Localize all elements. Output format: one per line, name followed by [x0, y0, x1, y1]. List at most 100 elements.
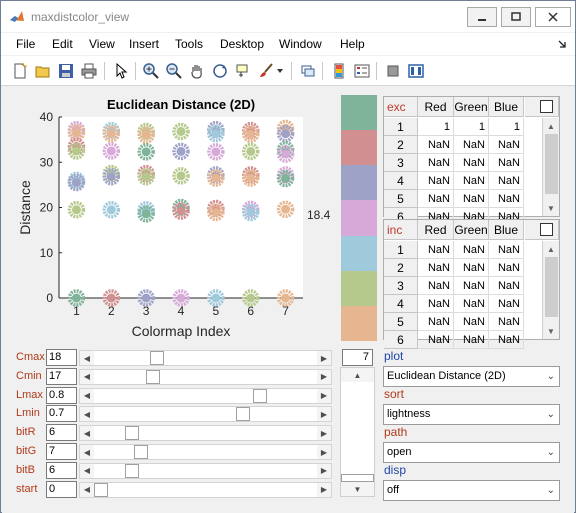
table-cell[interactable]: NaN: [418, 154, 454, 172]
disp-dropdown[interactable]: off⌄: [383, 480, 560, 501]
table-row-header[interactable]: 6: [384, 331, 418, 349]
colorbar-button[interactable]: [329, 61, 349, 81]
menu-help[interactable]: Help: [340, 37, 365, 51]
table-cell[interactable]: NaN: [489, 190, 524, 208]
table-column-header[interactable]: Green: [454, 97, 489, 117]
slider-up-arrow-icon[interactable]: ▲: [341, 368, 374, 382]
count-slider[interactable]: ▲ ▼: [340, 367, 375, 497]
table-cell[interactable]: NaN: [454, 190, 489, 208]
scroll-down-icon[interactable]: ▼: [547, 203, 555, 213]
menu-tools[interactable]: Tools: [175, 37, 204, 51]
table-row-header[interactable]: 5: [384, 313, 418, 331]
table-cell[interactable]: NaN: [489, 259, 524, 277]
menu-window[interactable]: Window: [279, 37, 322, 51]
slider-thumb[interactable]: [133, 445, 148, 459]
table-row-header[interactable]: 1: [384, 118, 418, 136]
slider-thumb[interactable]: [125, 426, 140, 441]
param-slider-cmax[interactable]: ◀▶: [79, 350, 332, 366]
param-field-lmin[interactable]: 0.7: [46, 405, 77, 423]
maximize-button[interactable]: [501, 7, 531, 27]
save-button[interactable]: [56, 61, 76, 81]
table-row-header[interactable]: 2: [384, 136, 418, 154]
table-cell[interactable]: NaN: [454, 154, 489, 172]
slider-thumb[interactable]: [236, 407, 251, 422]
table-cell[interactable]: NaN: [489, 331, 524, 349]
zoom-in-button[interactable]: [141, 61, 161, 81]
param-field-cmax[interactable]: 18: [46, 349, 77, 366]
menu-edit[interactable]: Edit: [52, 37, 73, 51]
param-slider-start[interactable]: ◀▶: [79, 481, 332, 498]
table-cell[interactable]: NaN: [489, 172, 524, 190]
slider-right-arrow-icon[interactable]: ▶: [317, 426, 331, 441]
dock-arrow-icon[interactable]: [557, 39, 567, 49]
table-row-header[interactable]: 5: [384, 190, 418, 208]
table-cell[interactable]: 1: [418, 118, 454, 136]
rotate-3d-button[interactable]: [210, 61, 230, 81]
sort-dropdown[interactable]: lightness⌄: [383, 404, 560, 425]
slider-right-arrow-icon[interactable]: ▶: [317, 369, 331, 384]
slider-thumb[interactable]: [150, 351, 165, 365]
slider-right-arrow-icon[interactable]: ▶: [317, 482, 331, 497]
plot-dropdown[interactable]: Euclidean Distance (2D)⌄: [383, 366, 560, 387]
table-column-header[interactable]: Green: [454, 220, 489, 240]
menu-insert[interactable]: Insert: [129, 37, 160, 51]
table-column-header[interactable]: Red: [418, 220, 454, 240]
show-plot-tools-button[interactable]: [406, 61, 426, 81]
slider-left-arrow-icon[interactable]: ◀: [80, 426, 94, 441]
scroll-thumb[interactable]: [545, 257, 558, 317]
brush-button[interactable]: [256, 61, 276, 81]
table-cell[interactable]: NaN: [489, 277, 524, 295]
data-cursor-button[interactable]: [233, 61, 253, 81]
param-field-cmin[interactable]: 17: [46, 367, 77, 385]
slider-right-arrow-icon[interactable]: ▶: [317, 407, 331, 422]
table-cell[interactable]: 1: [454, 118, 489, 136]
table-column-header[interactable]: Red: [418, 97, 454, 117]
param-slider-lmin[interactable]: ◀▶: [79, 406, 332, 423]
slider-thumb[interactable]: [94, 482, 108, 497]
menu-file[interactable]: File: [16, 37, 36, 51]
table-row-header[interactable]: 3: [384, 277, 418, 295]
scroll-up-icon[interactable]: ▲: [547, 244, 555, 254]
table-cell[interactable]: NaN: [418, 136, 454, 154]
table-cell[interactable]: NaN: [418, 313, 454, 331]
table-row-header[interactable]: 1: [384, 241, 418, 259]
param-field-bitg[interactable]: 7: [46, 443, 77, 460]
close-button[interactable]: [535, 7, 571, 27]
table-cell[interactable]: NaN: [454, 259, 489, 277]
print-button[interactable]: [79, 61, 99, 81]
table-scrollbar[interactable]: ▲▼: [542, 241, 559, 339]
menu-desktop[interactable]: Desktop: [220, 37, 265, 51]
slider-thumb[interactable]: [146, 369, 161, 384]
table-cell[interactable]: 1: [489, 118, 524, 136]
slider-left-arrow-icon[interactable]: ◀: [80, 463, 94, 478]
table-cell[interactable]: NaN: [454, 313, 489, 331]
table-cell[interactable]: NaN: [489, 313, 524, 331]
open-file-button[interactable]: [33, 61, 53, 81]
select-button[interactable]: [111, 61, 131, 81]
table-cell[interactable]: NaN: [418, 241, 454, 259]
menu-view[interactable]: View: [89, 37, 115, 51]
table-row-header[interactable]: 4: [384, 172, 418, 190]
table-cell[interactable]: NaN: [418, 259, 454, 277]
legend-button[interactable]: [352, 61, 372, 81]
param-field-bitr[interactable]: 6: [46, 424, 77, 442]
scroll-thumb[interactable]: [545, 134, 558, 194]
slider-left-arrow-icon[interactable]: ◀: [80, 388, 94, 403]
table-cell[interactable]: NaN: [454, 172, 489, 190]
path-dropdown[interactable]: open⌄: [383, 442, 560, 463]
table-cell[interactable]: NaN: [418, 172, 454, 190]
param-slider-bitr[interactable]: ◀▶: [79, 425, 332, 442]
param-slider-cmin[interactable]: ◀▶: [79, 368, 332, 385]
table-cell[interactable]: NaN: [418, 295, 454, 313]
table-cell[interactable]: NaN: [454, 136, 489, 154]
scroll-up-icon[interactable]: ▲: [547, 121, 555, 131]
table-cell[interactable]: NaN: [418, 277, 454, 295]
table-row-header[interactable]: 3: [384, 154, 418, 172]
scroll-down-icon[interactable]: ▼: [547, 326, 555, 336]
pan-button[interactable]: [187, 61, 207, 81]
minimize-button[interactable]: [467, 7, 497, 27]
table-row-header[interactable]: 4: [384, 295, 418, 313]
param-field-start[interactable]: 0: [46, 480, 77, 498]
